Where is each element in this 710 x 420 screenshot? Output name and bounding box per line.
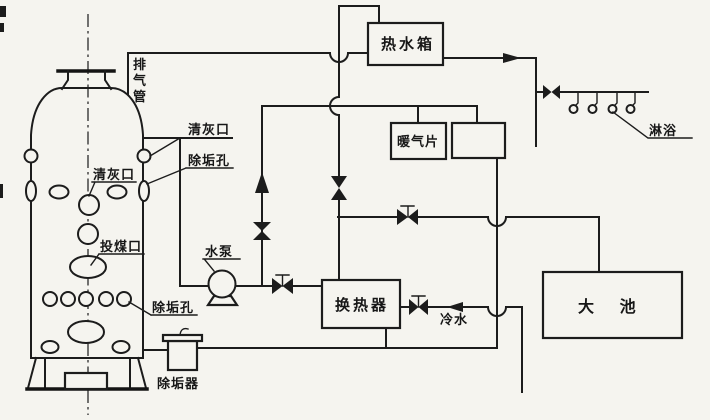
hot-water-tank-label: 热水箱: [381, 35, 435, 53]
coal-port-leader: [90, 253, 145, 266]
unlabeled-radiator-box: [450, 121, 507, 160]
heat-exchanger-box: [320, 278, 402, 330]
front-hole-large: [67, 320, 105, 344]
ash-port-center-hole: [78, 194, 100, 216]
scale-hole-right-hole: [138, 180, 150, 202]
scale-hole-right-leader: [146, 167, 234, 185]
valve-icon: [272, 274, 293, 294]
scale-hole: [116, 291, 132, 307]
pipe-boiler-to-pump: [142, 137, 233, 287]
scan-artifacts: [0, 6, 6, 198]
shower-head-icon: [625, 91, 636, 114]
valve-icon: [331, 176, 347, 200]
shower-head-icon: [568, 91, 579, 114]
chimney-left: [60, 70, 69, 91]
big-pool-box: [541, 270, 684, 340]
pipe-flue-to-tank: [127, 52, 369, 95]
boiler-labels: 排 气 管 清灰口 除垢孔 清灰口 投煤口 除垢孔: [88, 57, 234, 316]
shower-label: 淋浴: [649, 123, 677, 139]
valves: [253, 85, 560, 315]
boiler-shell: [30, 87, 144, 359]
scale-hole-right-label: 除垢孔: [188, 153, 230, 169]
exhaust-pipe-label-char3: 管: [133, 89, 147, 105]
ash-port-right-label: 清灰口: [188, 122, 230, 138]
ash-port-right-hole: [136, 148, 152, 164]
pipe-cold-water: [400, 306, 523, 393]
valve-icon: [543, 85, 560, 99]
shower-assembly: 淋浴: [568, 91, 693, 139]
big-pool-label: 大 池: [578, 297, 646, 316]
equipment: 热水箱 暖气片 换热器 大 池 水泵 除垢器: [157, 21, 684, 392]
pipe-return-line: [196, 157, 498, 349]
scale-hole-lower-label: 除垢孔: [152, 300, 194, 316]
pump-leader-line: [202, 258, 241, 272]
descaler-label: 除垢器: [157, 376, 199, 392]
coal-port-label: 投煤口: [100, 239, 142, 255]
valve-icon: [409, 295, 428, 315]
boiler: [23, 14, 152, 415]
ash-port-center-leader: [88, 181, 137, 197]
flow-arrow-right-icon: [503, 53, 521, 63]
side-port-left-circle: [23, 148, 39, 164]
radiator-box: [389, 121, 448, 161]
pump-label: 水泵: [205, 244, 233, 260]
exhaust-pipe-label-char2: 气: [133, 73, 147, 89]
boiler-legs: [26, 356, 148, 390]
descaler-icon: [161, 327, 204, 372]
shower-head-icon: [587, 91, 598, 114]
pump-icon: [205, 269, 240, 307]
ash-port-center-label: 清灰口: [93, 167, 135, 183]
pipe-pool-line: [337, 216, 600, 273]
scale-hole: [60, 291, 76, 307]
exhaust-pipe-label-char1: 排: [133, 57, 147, 73]
pipe-tank-top-riser: [329, 5, 380, 177]
valve-icon: [253, 222, 271, 240]
front-hole: [40, 340, 60, 354]
cold-water-label: 冷水: [440, 312, 468, 328]
chimney-right: [104, 70, 113, 91]
piping: [127, 5, 649, 393]
flow-arrow-left-icon: [447, 302, 463, 312]
shower-leader-line: [612, 111, 693, 139]
flow-arrow-up-icon: [255, 172, 269, 193]
front-hole: [111, 340, 131, 354]
flow-arrows: [255, 53, 521, 312]
scale-hole-lower-leader: [128, 301, 198, 316]
valve-icon: [397, 205, 418, 225]
coal-port-hole: [69, 255, 107, 279]
front-hole: [106, 184, 128, 200]
scale-hole: [42, 291, 58, 307]
hot-water-tank-box: [366, 21, 445, 67]
radiator-label: 暖气片: [397, 134, 439, 150]
fire-door: [63, 371, 109, 391]
side-port-left-ellipse: [25, 180, 37, 202]
ash-port-right-leader: [149, 137, 181, 157]
front-hole: [48, 184, 70, 200]
scale-hole: [98, 291, 114, 307]
heat-exchanger-label: 换热器: [335, 296, 389, 314]
pipe-radiator-feed: [261, 105, 478, 124]
pipe-tank-outlet: [442, 57, 537, 147]
front-hole: [77, 223, 99, 245]
scale-hole: [78, 291, 94, 307]
shower-head-icon: [607, 91, 618, 114]
